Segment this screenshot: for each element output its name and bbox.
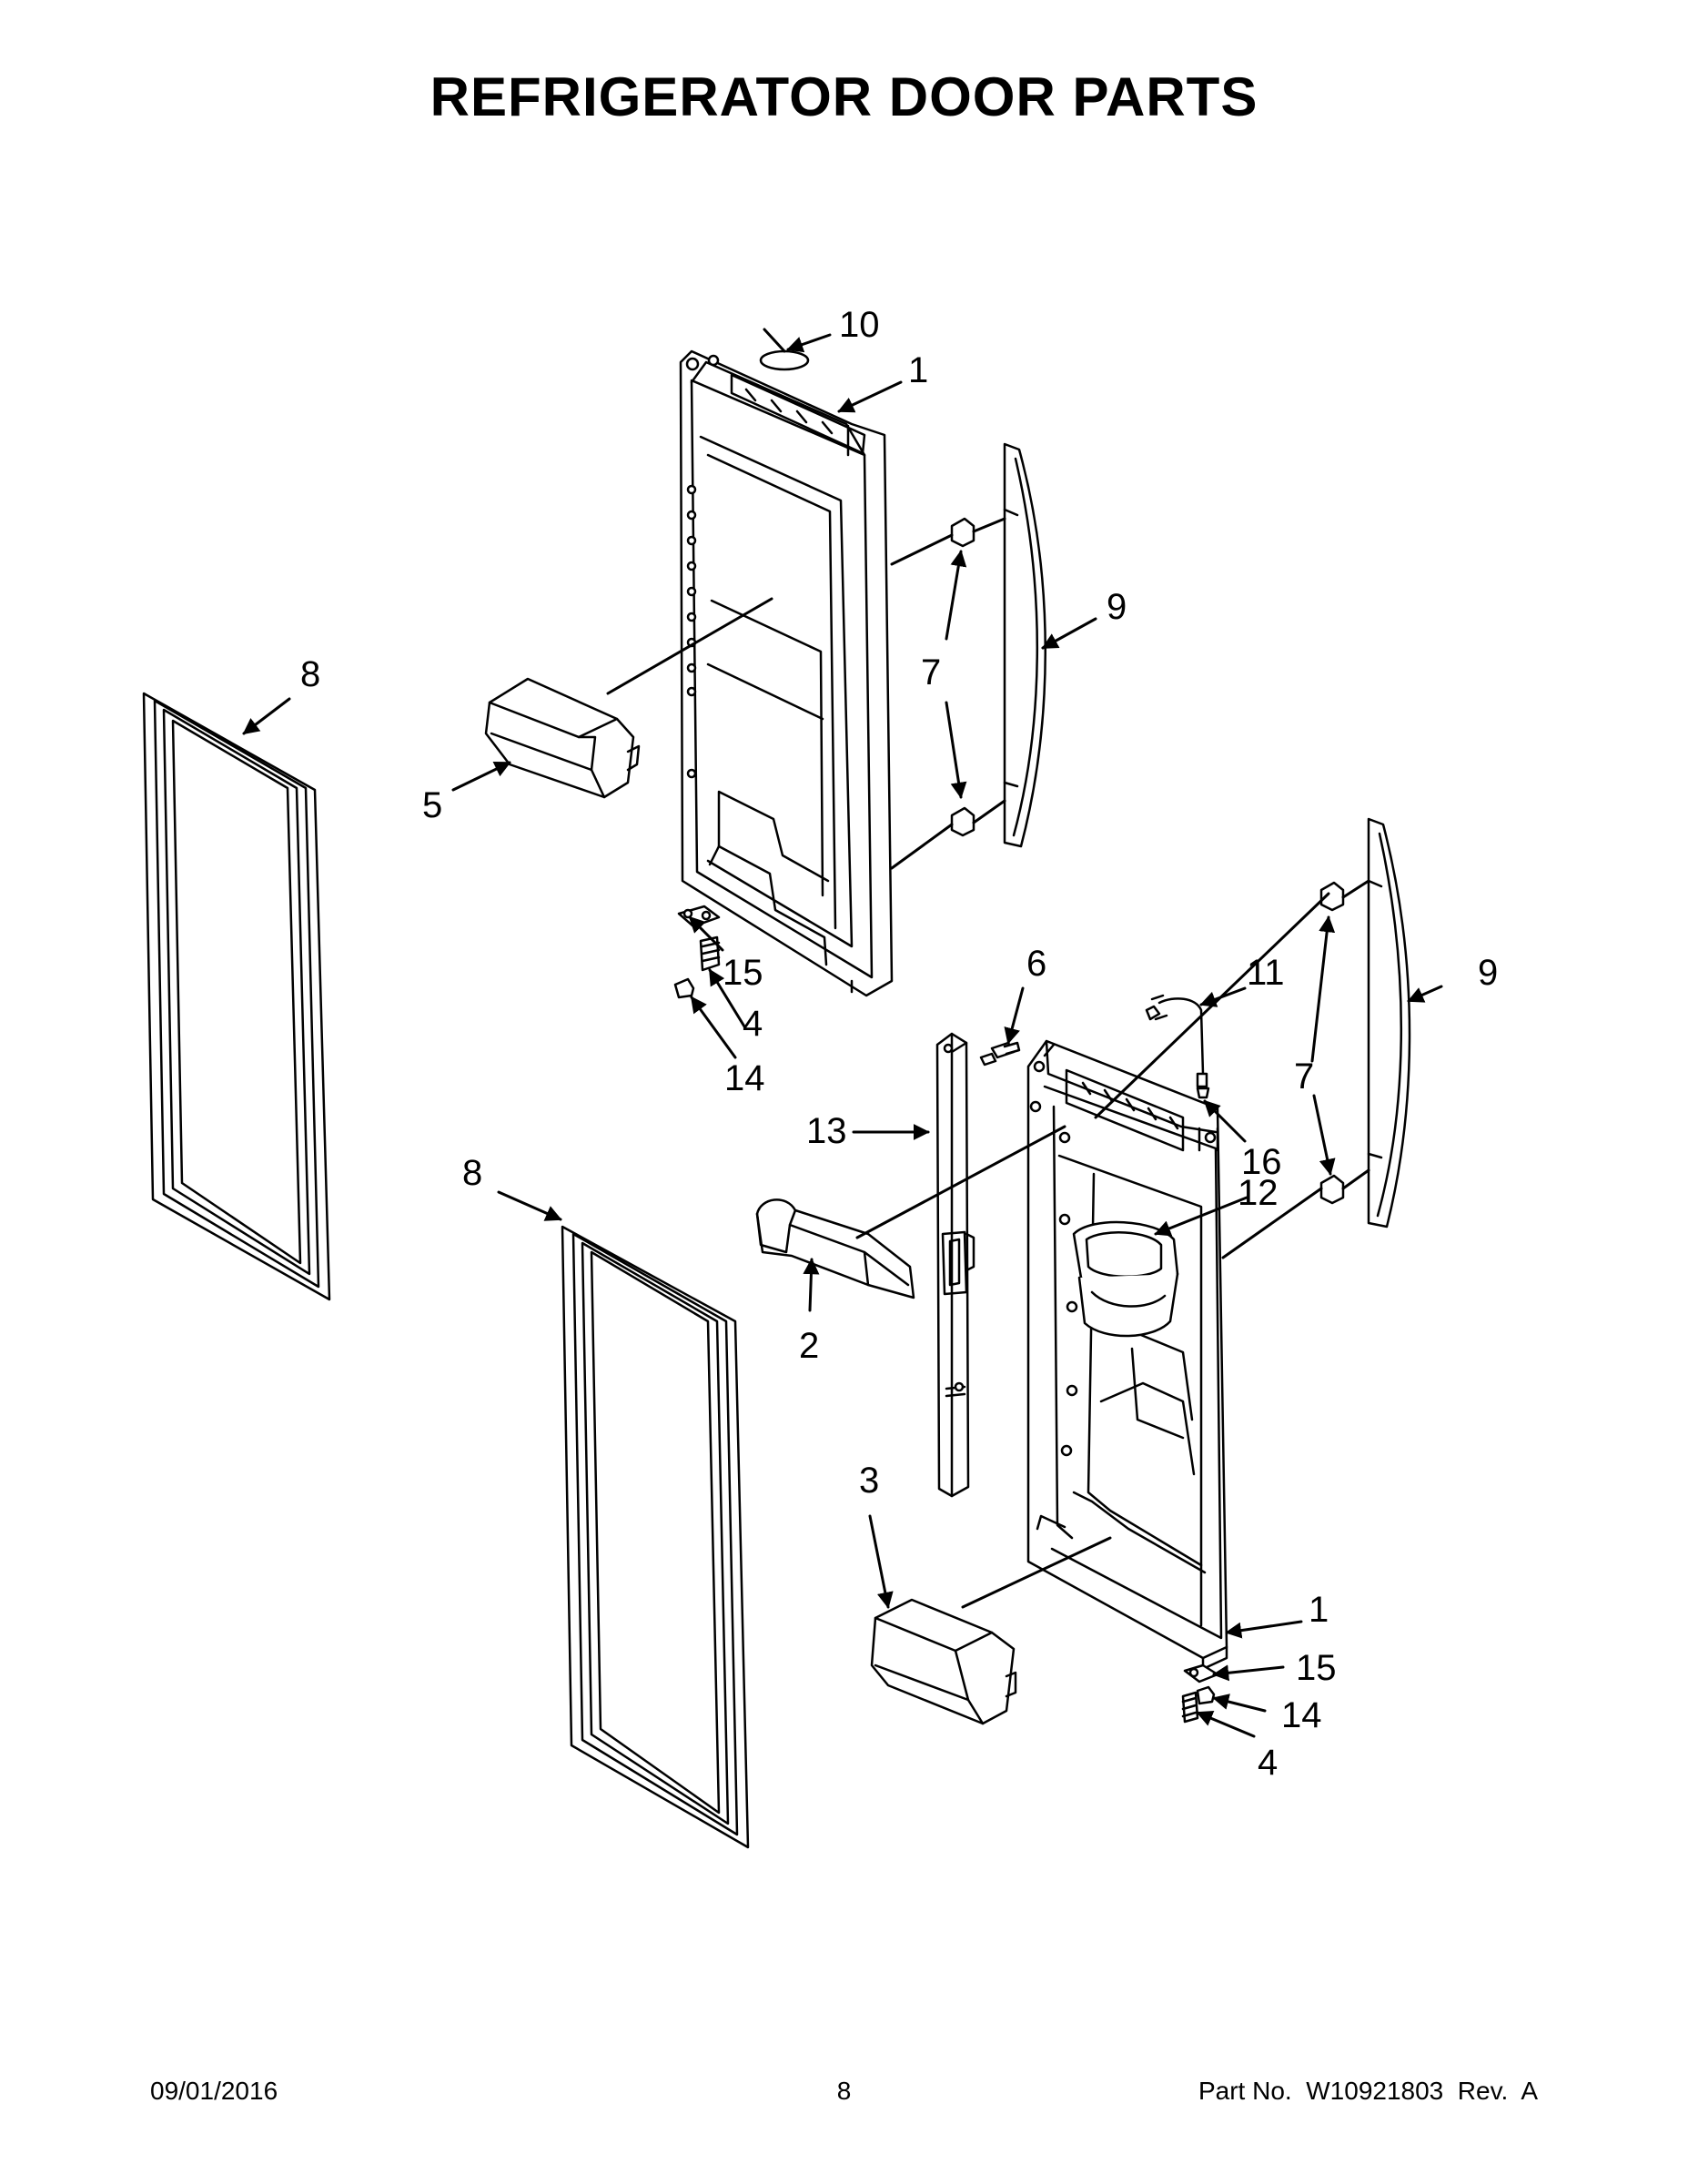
lower-door-handle (1367, 817, 1411, 1228)
handle-studs-upper (950, 517, 975, 837)
callout-9-upper: 9 (1107, 587, 1127, 627)
bracket-2 (755, 1198, 915, 1299)
upper-hinge-hardware (673, 905, 721, 999)
upper-door-handle (1003, 442, 1046, 848)
callout-15-upper: 15 (723, 953, 763, 993)
callout-4-upper: 4 (743, 1004, 763, 1044)
callout-14-lower: 14 (1281, 1695, 1322, 1735)
callout-2: 2 (799, 1326, 819, 1366)
callout-6: 6 (1026, 944, 1046, 984)
hinge-strip (935, 1032, 975, 1498)
hole-plug (759, 349, 810, 371)
upper-door-liner (679, 349, 894, 997)
callout-7-upper: 7 (921, 652, 941, 693)
callout-10-top: 10 (839, 305, 880, 345)
callout-5: 5 (422, 785, 442, 825)
lower-door-bin (870, 1598, 1017, 1725)
footer-date: 09/01/2016 (150, 2077, 278, 2105)
callout-3: 3 (859, 1461, 879, 1501)
callout-14-upper: 14 (724, 1058, 765, 1098)
callout-9-lower: 9 (1478, 953, 1498, 993)
callout-15-lower: 15 (1296, 1648, 1337, 1688)
upper-door-bin (484, 677, 641, 799)
page-title: REFRIGERATOR DOOR PARTS (430, 66, 1258, 127)
callout-16: 16 (1241, 1142, 1282, 1182)
callout-1-bottom: 1 (1309, 1590, 1329, 1630)
callout-12: 12 (1238, 1173, 1279, 1213)
water-tube (1145, 994, 1210, 1099)
door-gasket-middle (561, 1225, 750, 1849)
callout-8-left: 8 (300, 654, 320, 694)
lower-door-liner (1026, 1039, 1228, 1671)
callout-labels: 10 1 9 7 8 5 15 4 14 6 11 9 7 13 16 8 12… (300, 305, 1498, 1783)
footer-part-number: Part No. W10921803 Rev. A (1198, 2077, 1538, 2105)
screw-6 (979, 1041, 1021, 1067)
explode-lines (606, 328, 1370, 1609)
callout-7-lower: 7 (1294, 1057, 1314, 1097)
callout-13: 13 (806, 1111, 847, 1151)
callout-4-lower: 4 (1258, 1743, 1278, 1783)
callout-1-top: 1 (908, 350, 928, 390)
dispenser-housing (1072, 1220, 1179, 1338)
handle-studs-lower (1319, 881, 1345, 1205)
footer-page-number: 8 (836, 2077, 852, 2105)
callout-8-mid: 8 (462, 1153, 482, 1193)
callout-11: 11 (1247, 953, 1285, 993)
door-gasket-left (142, 692, 331, 1301)
callout-arrows (242, 333, 1443, 1738)
